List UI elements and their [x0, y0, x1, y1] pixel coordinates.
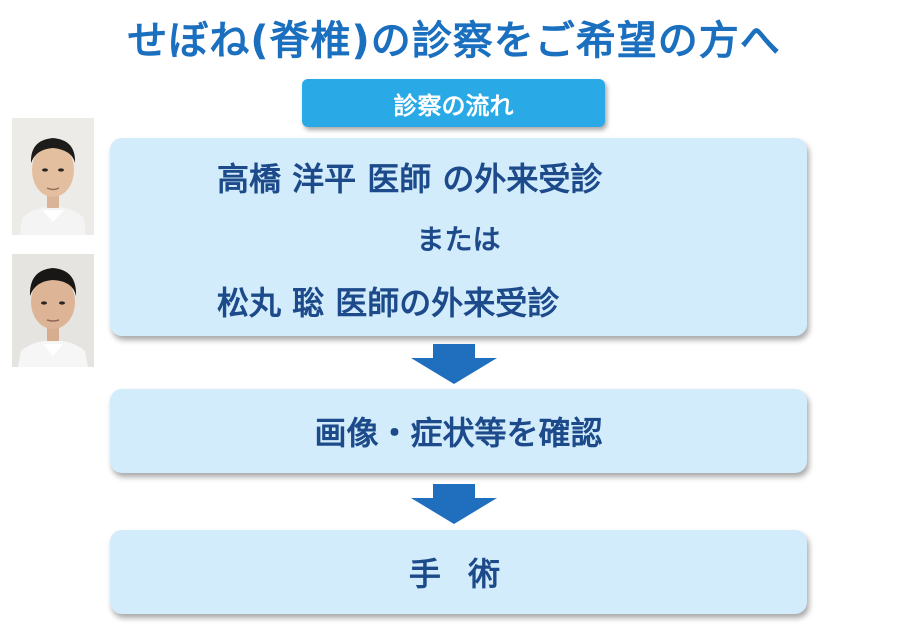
flow-header: 診察の流れ — [302, 79, 605, 127]
doctor-matsumaru-visit: 松丸 聡 医師の外来受診 — [217, 284, 560, 322]
down-arrow-icon — [411, 484, 497, 524]
step-surgery-box: 手 術 — [110, 530, 807, 614]
page-title: せぼね(脊椎)の診察をご希望の方へ — [127, 18, 781, 64]
down-arrow-icon — [411, 344, 497, 384]
step-imaging-box: 画像・症状等を確認 — [110, 389, 807, 473]
step-surgery-label: 手 術 — [408, 555, 509, 593]
step-imaging-label: 画像・症状等を確認 — [314, 414, 603, 452]
step-consultation-box: 高橋 洋平 医師 の外来受診 または 松丸 聡 医師の外来受診 — [110, 138, 807, 336]
doctor-takahashi-visit: 高橋 洋平 医師 の外来受診 — [217, 160, 603, 198]
or-connector: または — [416, 223, 501, 256]
doctor-photo-matsumaru — [12, 254, 94, 367]
doctor-photo-takahashi — [12, 118, 94, 235]
